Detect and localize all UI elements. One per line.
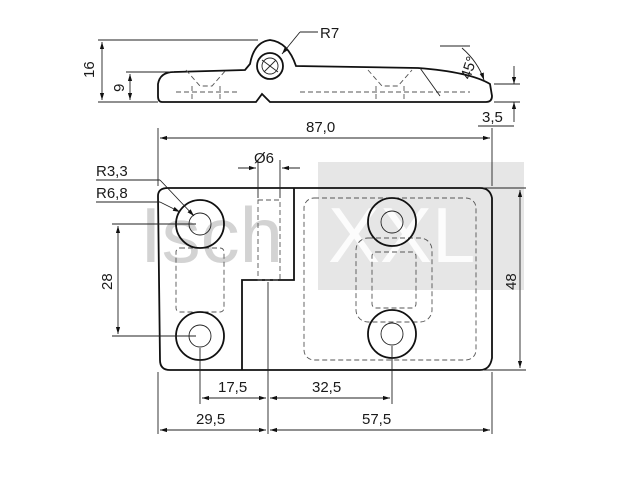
chamfer-edge [419, 67, 441, 97]
countersink-right [367, 69, 413, 87]
dim-angle: 45° [458, 54, 481, 81]
dim-hole-spacing-right: 32,5 [312, 379, 341, 396]
hole-top-right [367, 197, 417, 247]
dim-hole-spacing-vertical: 28 [99, 273, 116, 290]
dim-overall-height: 48 [503, 273, 520, 290]
dim-offset-left-inner: 17,5 [218, 379, 247, 396]
dim-16: 16 [81, 61, 98, 78]
dim-pin-diameter: Ø6 [254, 150, 274, 167]
side-view: 16 9 R7 45° 3,5 [81, 25, 520, 127]
side-body-outline [157, 39, 493, 103]
pin-hidden [257, 199, 281, 281]
dim-thickness: 3,5 [482, 109, 503, 126]
leader-r33 [159, 179, 195, 217]
knuckle-hatch-2 [263, 59, 277, 73]
dim-boss-radius: R6,8 [96, 185, 128, 202]
angle-arc [461, 47, 485, 81]
dim-hole-radius: R3,3 [96, 163, 128, 180]
watermark: Isch XXL [140, 162, 524, 290]
dim-overall-width: 87,0 [306, 119, 335, 136]
knuckle-outer [256, 52, 284, 80]
watermark-box [318, 162, 524, 290]
dim-offset-left-total: 29,5 [196, 411, 225, 428]
leader-r68 [159, 201, 181, 213]
countersink-left [185, 69, 227, 87]
dim-9: 9 [111, 84, 128, 92]
watermark-text-right: XXL [328, 191, 475, 279]
knuckle-pin [261, 57, 279, 75]
plate-outline [157, 187, 493, 371]
dim-offset-right-total: 57,5 [362, 411, 391, 428]
watermark-text-left: Isch [140, 191, 283, 279]
recess-right-core [371, 251, 417, 309]
recess-right-inner [355, 237, 433, 323]
top-view: 87,0 Ø6 R3,3 R6,8 28 48 17,5 [96, 119, 526, 434]
leader-r7 [281, 31, 301, 55]
dim-r7: R7 [320, 25, 339, 42]
